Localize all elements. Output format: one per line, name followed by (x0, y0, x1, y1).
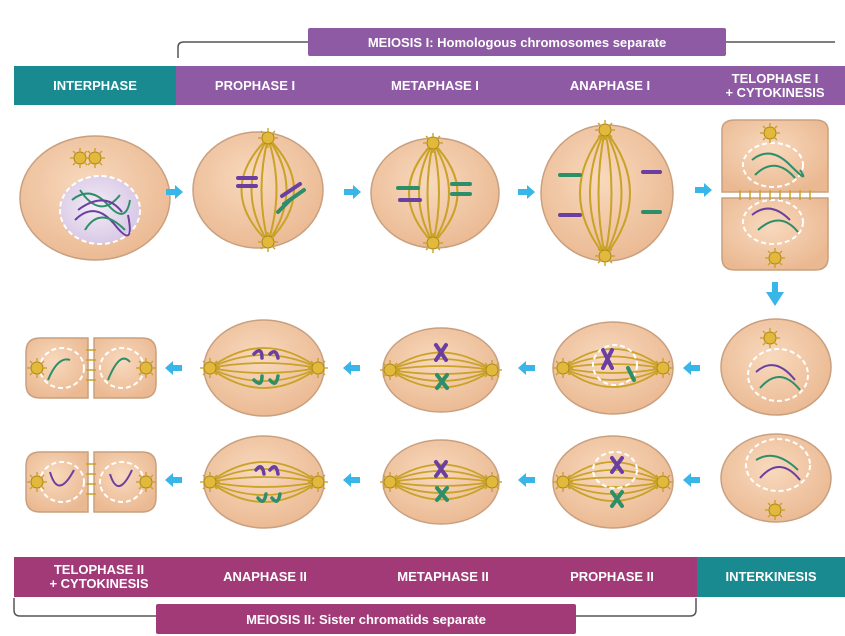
right-arrow-icon (344, 185, 361, 199)
left-arrow-icon (343, 361, 360, 375)
stage-label-telophase-2: TELOPHASE II + CYTOKINESIS (14, 557, 184, 597)
right-arrow-icon (695, 183, 712, 197)
interphase-cell (20, 136, 170, 260)
stage-label-interkinesis: INTERKINESIS (697, 557, 845, 597)
telophase-2-line-1: TELOPHASE II (54, 563, 144, 577)
stage-label-metaphase-2: METAPHASE II (368, 557, 518, 597)
telophase-2-cell-top (26, 338, 156, 398)
stage-label-anaphase-1: ANAPHASE I (540, 66, 680, 105)
left-arrow-icon (343, 473, 360, 487)
left-arrow-icon (165, 361, 182, 375)
telophase-2-cell-bottom (26, 452, 156, 512)
interkinesis-cell-top (721, 319, 831, 415)
down-arrow-icon (766, 282, 784, 306)
stage-label-anaphase-2: ANAPHASE II (190, 557, 340, 597)
telophase-2-line-2: + CYTOKINESIS (49, 577, 148, 591)
metaphase-2-cell-bottom (380, 440, 502, 524)
prophase-2-cell-bottom (553, 436, 673, 528)
stage-label-interphase: INTERPHASE (14, 66, 176, 105)
anaphase-2-cell-bottom (200, 436, 328, 528)
stage-label-metaphase-1: METAPHASE I (360, 66, 510, 105)
stage-label-prophase-1: PROPHASE I (185, 66, 325, 105)
metaphase-1-cell (371, 133, 499, 253)
left-arrow-icon (165, 473, 182, 487)
telophase-1-cell (722, 120, 828, 270)
stage-label-telophase-1: TELOPHASE I + CYTOKINESIS (705, 66, 845, 105)
interkinesis-cell-bottom (721, 434, 831, 522)
metaphase-2-cell-top (380, 328, 502, 412)
anaphase-2-cell-top (200, 320, 328, 416)
right-arrow-icon (518, 185, 535, 199)
left-arrow-icon (518, 361, 535, 375)
left-arrow-icon (683, 361, 700, 375)
prophase-1-cell (193, 128, 323, 252)
prophase-2-cell-top (553, 322, 673, 414)
telophase-1-line-2: + CYTOKINESIS (725, 86, 824, 100)
anaphase-1-cell (541, 120, 673, 266)
meiosis-2-title: MEIOSIS II: Sister chromatids separate (156, 604, 576, 634)
telophase-1-line-1: TELOPHASE I (732, 72, 819, 86)
meiosis-1-title: MEIOSIS I: Homologous chromosomes separa… (308, 28, 726, 56)
left-arrow-icon (518, 473, 535, 487)
left-arrow-icon (683, 473, 700, 487)
stage-label-prophase-2: PROPHASE II (542, 557, 682, 597)
